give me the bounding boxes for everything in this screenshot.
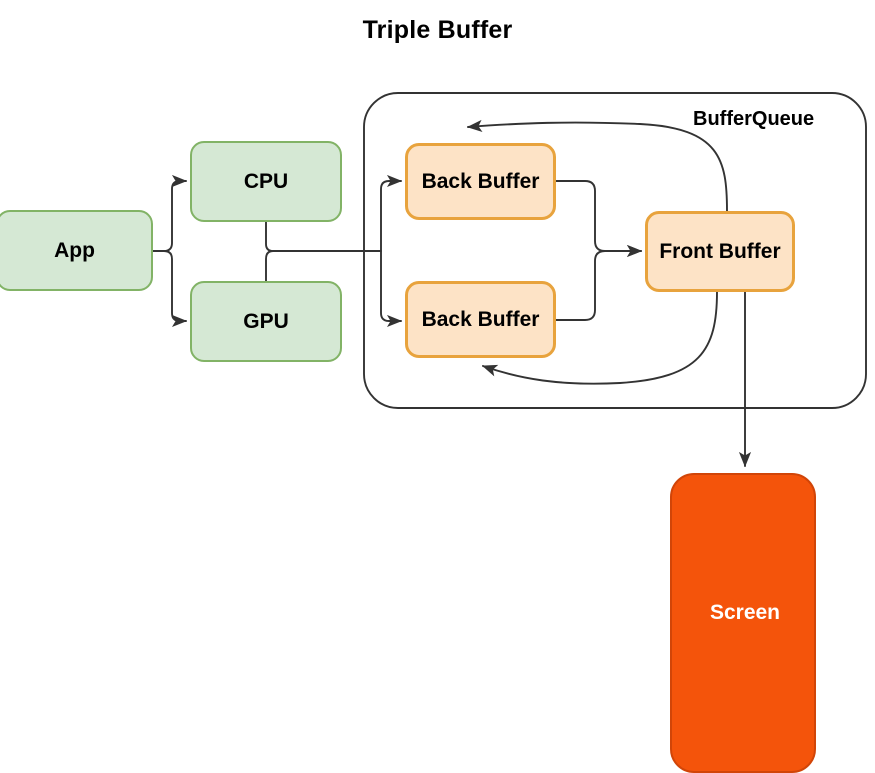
- node-front-buffer-label: Front Buffer: [659, 239, 781, 263]
- edge-app-cpu: [152, 174, 188, 252]
- edge-trunk-back2: [380, 250, 403, 328]
- node-cpu-label: CPU: [243, 169, 289, 193]
- edge-back1-front: [555, 180, 643, 258]
- node-cpu[interactable]: CPU: [190, 141, 342, 222]
- edge-trunk-back1: [380, 174, 403, 252]
- bufferqueue-label: BufferQueue: [693, 108, 815, 130]
- node-screen[interactable]: Screen: [670, 473, 816, 773]
- edge-cpu-trunk: [265, 221, 382, 252]
- edge-back2-front: [555, 244, 643, 321]
- node-back-buffer-2-label: Back Buffer: [421, 307, 540, 331]
- node-back-buffer-2[interactable]: Back Buffer: [405, 281, 556, 358]
- edge-app-gpu: [152, 250, 188, 328]
- page-title: Triple Buffer: [362, 16, 513, 44]
- node-app[interactable]: App: [0, 210, 153, 291]
- node-back-buffer-1[interactable]: Back Buffer: [405, 143, 556, 220]
- node-screen-label: Screen: [709, 601, 781, 624]
- node-front-buffer[interactable]: Front Buffer: [645, 211, 795, 292]
- diagram-canvas: Triple Buffer: [0, 16, 867, 773]
- edge-gpu-trunk: [265, 250, 274, 282]
- node-gpu[interactable]: GPU: [190, 281, 342, 362]
- node-gpu-label: GPU: [243, 309, 289, 333]
- node-back-buffer-1-label: Back Buffer: [421, 169, 540, 193]
- node-app-label: App: [54, 238, 95, 262]
